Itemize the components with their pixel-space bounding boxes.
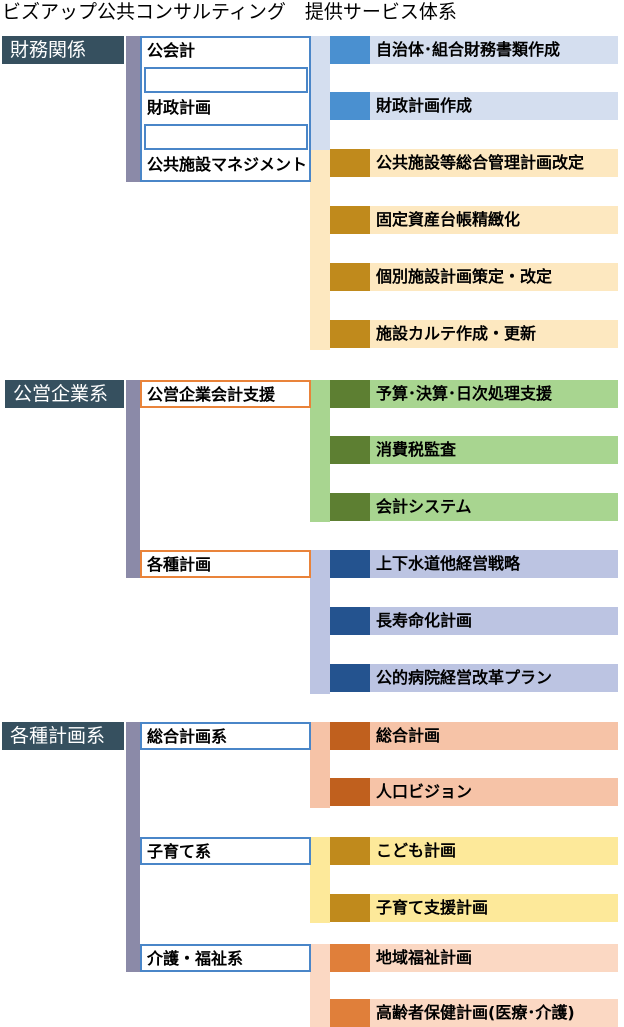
item-label: 子育て支援計画 <box>376 898 489 917</box>
item-label: 予算･決算･日次処理支援 <box>376 384 553 403</box>
item-marker <box>330 722 370 750</box>
item-label: 自治体･組合財務書類作成 <box>376 40 561 59</box>
connector-band-blue <box>310 36 330 150</box>
item-row <box>330 607 618 635</box>
sub-enterprise-accounting: 公営企業会計支援 <box>140 380 311 408</box>
item-marker <box>330 664 370 692</box>
category-finance: 財務関係 <box>2 36 124 64</box>
item-label: 高齢者保健計画(医療･介護) <box>376 1003 575 1022</box>
item-marker <box>330 149 370 177</box>
connector-band-orange <box>310 944 330 1027</box>
item-label: 公的病院経営改革プラン <box>376 668 553 687</box>
item-row <box>330 944 618 972</box>
spine-public-enterprise <box>126 380 140 578</box>
item-row <box>330 778 618 806</box>
spine-finance <box>126 36 140 182</box>
item-label: こども計画 <box>376 841 457 860</box>
item-marker <box>330 436 370 464</box>
category-public-enterprise: 公営企業系 <box>5 380 124 408</box>
item-label: 固定資産台帳精緻化 <box>376 210 521 229</box>
connector-band-green <box>310 380 330 522</box>
sub-public-accounting: 公会計 <box>142 38 309 64</box>
item-label: 会計システム <box>376 497 472 516</box>
item-marker <box>330 944 370 972</box>
item-row <box>330 263 618 291</box>
sub-comprehensive-plan: 総合計画系 <box>140 722 311 750</box>
connector-band-yellow <box>310 837 330 923</box>
item-row <box>330 149 618 177</box>
item-label: 財政計画作成 <box>376 96 473 115</box>
item-label: 総合計画 <box>376 726 441 745</box>
item-row <box>330 206 618 234</box>
item-marker <box>330 999 370 1027</box>
item-label: 消費税監査 <box>376 440 457 459</box>
item-marker <box>330 550 370 578</box>
item-row <box>330 436 618 464</box>
page-title: ビズアップ公共コンサルティング 提供サービス体系 <box>2 1 457 23</box>
item-marker <box>330 493 370 521</box>
item-marker <box>330 380 370 408</box>
item-row <box>330 380 618 408</box>
item-row <box>330 92 618 120</box>
sub-fiscal-plan: 財政計画 <box>142 95 309 121</box>
item-label: 地域福祉計画 <box>376 948 473 967</box>
connector-band-gold <box>310 150 330 350</box>
item-label: 長寿命化計画 <box>376 611 473 630</box>
item-marker <box>330 320 370 348</box>
category-various-plans: 各種計画系 <box>2 722 124 750</box>
item-marker <box>330 36 370 64</box>
item-row <box>330 837 618 865</box>
item-row <box>330 722 618 750</box>
item-label: 個別施設計画策定・改定 <box>376 267 553 286</box>
item-row <box>330 550 618 578</box>
item-label: 施設カルテ作成・更新 <box>376 324 537 343</box>
item-label: 公共施設等総合管理計画改定 <box>376 153 585 172</box>
item-label: 人口ビジョン <box>376 782 473 801</box>
item-marker <box>330 894 370 922</box>
item-row <box>330 36 618 64</box>
sub-blank-box <box>144 124 308 150</box>
sub-childcare: 子育て系 <box>140 837 311 865</box>
item-row <box>330 493 618 521</box>
item-marker <box>330 837 370 865</box>
item-row <box>330 894 618 922</box>
sub-blank-box <box>144 67 308 93</box>
spine-various-plans <box>126 722 140 972</box>
item-row <box>330 664 618 692</box>
item-marker <box>330 607 370 635</box>
connector-band-rust <box>310 722 330 808</box>
sub-welfare: 介護・福祉系 <box>140 944 311 972</box>
item-row <box>330 320 618 348</box>
connector-band-navy <box>310 550 330 694</box>
item-label: 上下水道他経営戦略 <box>376 554 521 573</box>
item-marker <box>330 263 370 291</box>
item-marker <box>330 778 370 806</box>
item-marker <box>330 206 370 234</box>
sub-various-plans: 各種計画 <box>140 550 311 578</box>
item-marker <box>330 92 370 120</box>
sub-facility-management: 公共施設マネジメント <box>142 152 309 178</box>
item-row <box>330 999 618 1027</box>
